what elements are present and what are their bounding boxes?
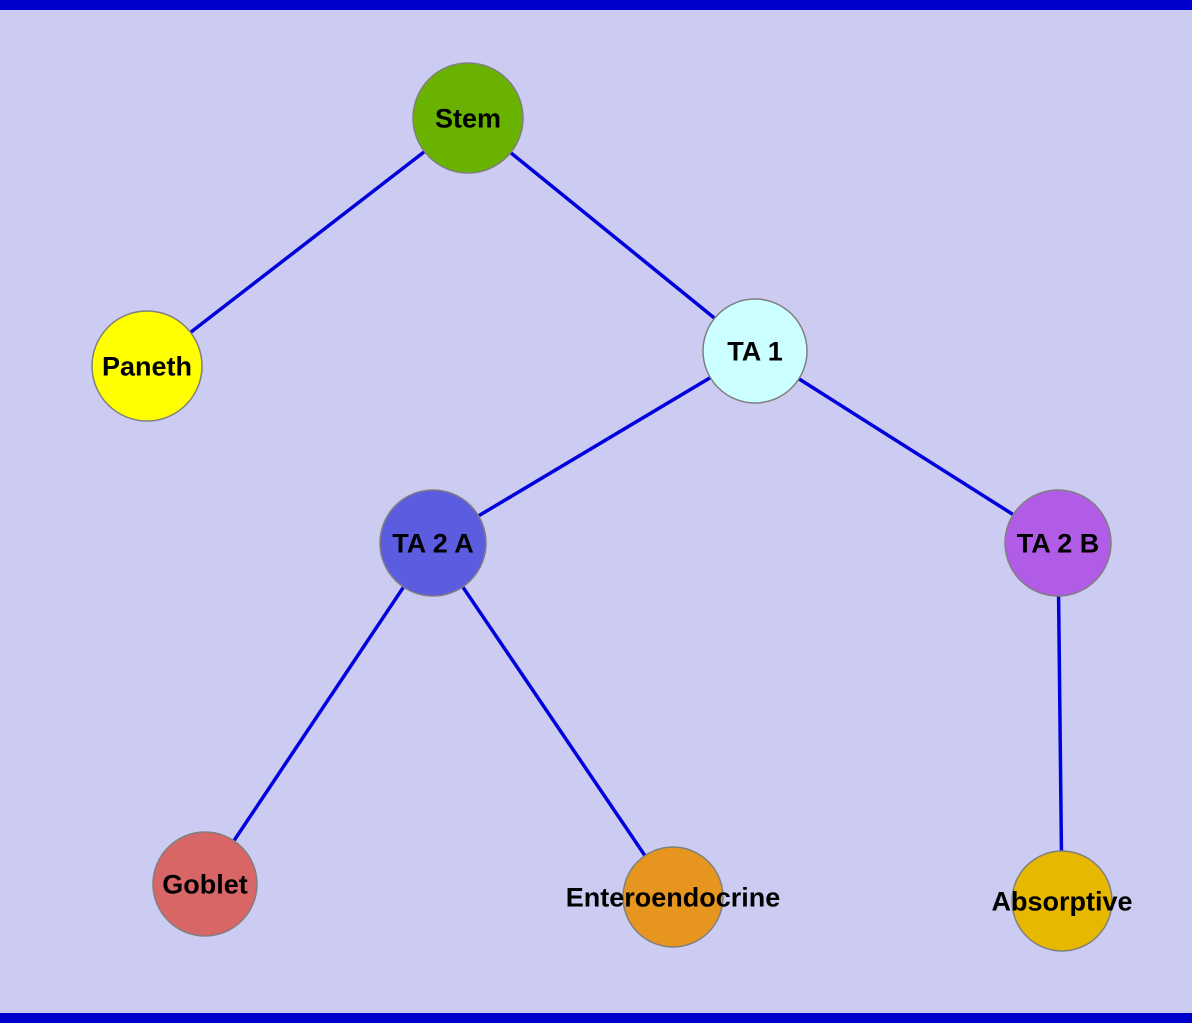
node-stem[interactable]: Stem — [412, 62, 524, 174]
node-circle-ta1[interactable] — [702, 298, 808, 404]
node-circle-ta2a[interactable] — [379, 489, 487, 597]
edge-ta2a-goblet — [203, 542, 435, 885]
node-circle-stem[interactable] — [412, 62, 524, 174]
node-goblet[interactable]: Goblet — [152, 831, 258, 937]
node-ta2b[interactable]: TA 2 B — [1004, 489, 1112, 597]
top-border-bar — [0, 0, 1192, 10]
node-paneth[interactable]: Paneth — [91, 310, 203, 422]
edge-ta2a-enteroendocrine — [431, 542, 675, 898]
edge-ta2b-absorptive — [1056, 542, 1064, 902]
bottom-border-bar — [0, 1013, 1192, 1023]
node-ta2a[interactable]: TA 2 A — [379, 489, 487, 597]
edge-stem-paneth — [145, 116, 470, 368]
edge-ta1-ta2a — [432, 349, 756, 545]
node-ta1[interactable]: TA 1 — [702, 298, 808, 404]
edges-layer — [145, 116, 1064, 902]
node-circle-paneth[interactable] — [91, 310, 203, 422]
node-circle-enteroendocrine[interactable] — [622, 846, 724, 948]
edge-ta1-ta2b — [754, 349, 1059, 545]
node-circle-ta2b[interactable] — [1004, 489, 1112, 597]
node-circle-absorptive[interactable] — [1011, 850, 1113, 952]
node-circle-goblet[interactable] — [152, 831, 258, 937]
edge-stem-ta1 — [466, 116, 757, 353]
